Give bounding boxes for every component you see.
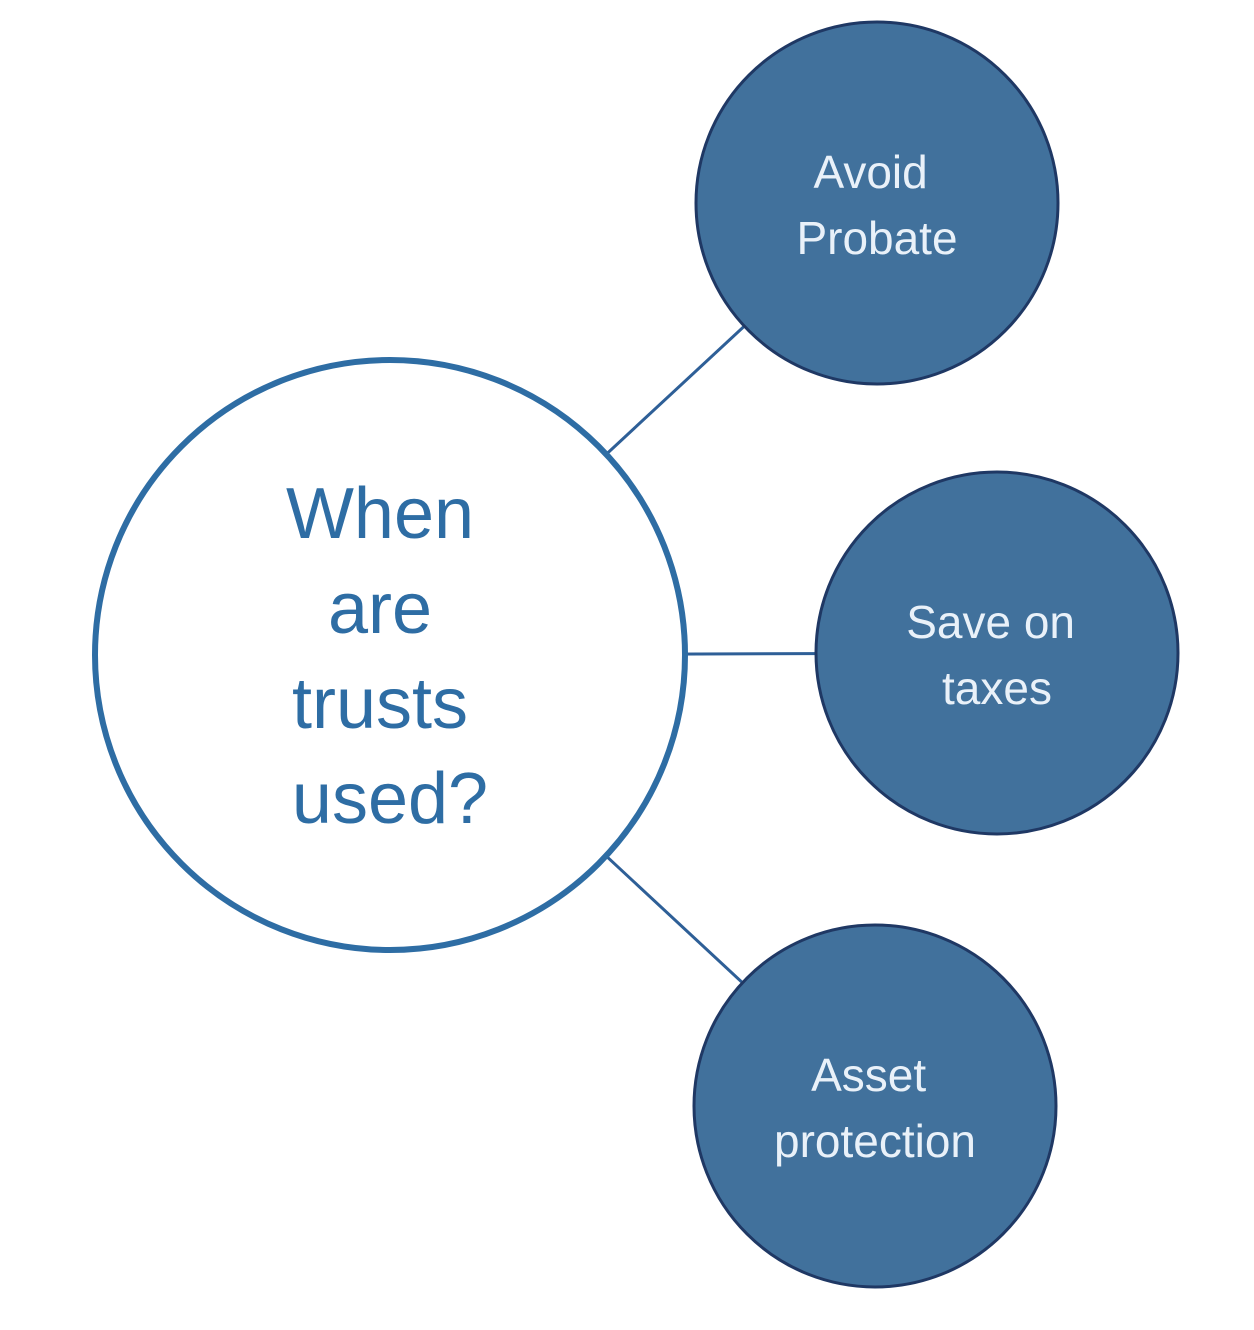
node-label-asset-protection: Asset protection — [774, 1049, 976, 1167]
hub-label-line: are — [328, 569, 432, 649]
node-label-save-on-taxes: Save on taxes — [906, 596, 1088, 714]
hub-label-line: When — [286, 474, 474, 554]
node-label-line: Save on — [906, 596, 1075, 648]
node-label-line: taxes — [942, 662, 1052, 714]
hub-label-line: trusts — [292, 664, 468, 744]
node-label-avoid-probate: Avoid Probate — [796, 146, 957, 264]
node-circle-asset-protection — [692, 923, 1058, 1289]
hub-circle — [92, 357, 688, 953]
node-label-line: Probate — [796, 212, 957, 264]
node-label-line: Avoid — [813, 146, 927, 198]
hub-label: When are trusts used? — [286, 474, 494, 839]
node-circle-save-on-taxes — [814, 470, 1180, 836]
hub-label-line: used? — [292, 759, 488, 839]
node-circle-avoid-probate — [694, 20, 1060, 386]
node-label-line: protection — [774, 1115, 976, 1167]
node-label-line: Asset — [811, 1049, 926, 1101]
